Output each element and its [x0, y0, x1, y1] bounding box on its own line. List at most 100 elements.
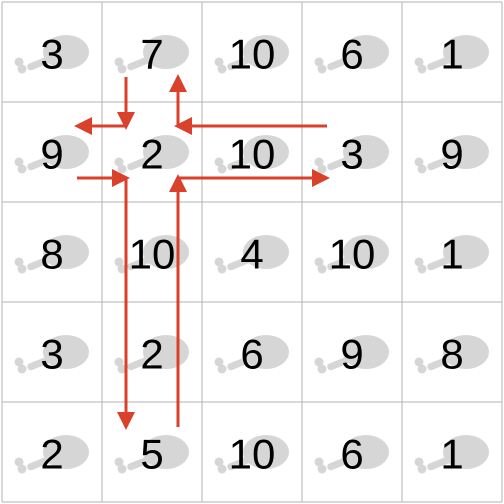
- drumstick-knob: [14, 157, 24, 167]
- grid-cell[interactable]: 2: [102, 102, 202, 202]
- cell-value: 8: [440, 331, 463, 378]
- grid-cell[interactable]: 10: [202, 102, 302, 202]
- drumstick-bone: [227, 54, 256, 71]
- drumstick-icon: [414, 235, 489, 274]
- drumstick-knob: [17, 364, 27, 374]
- cell-value: 9: [40, 131, 63, 178]
- drumstick-knob: [317, 64, 327, 74]
- cell-value: 2: [140, 131, 163, 178]
- cell-value: 8: [40, 231, 63, 278]
- drumstick-knob: [417, 464, 427, 474]
- drumstick-knob: [317, 464, 327, 474]
- drumstick-bone: [427, 154, 456, 171]
- cell-value: 1: [440, 231, 463, 278]
- cell-value: 10: [229, 131, 276, 178]
- drumstick-knob: [17, 64, 27, 74]
- grid-cell[interactable]: 3: [2, 302, 102, 402]
- move-arrows: [74, 74, 330, 430]
- grid-cell[interactable]: 4: [202, 202, 302, 302]
- drumstick-knob: [217, 164, 227, 174]
- drumstick-knob: [317, 364, 327, 374]
- drumstick-bone: [127, 454, 156, 471]
- drumstick-bone: [27, 454, 56, 471]
- drumstick-bone: [327, 154, 356, 171]
- drumstick-bone: [27, 254, 56, 271]
- grid-cell[interactable]: 1: [402, 402, 502, 502]
- grid-cell[interactable]: 3: [302, 102, 402, 202]
- drumstick-icon: [314, 335, 389, 374]
- grid-cell[interactable]: 8: [2, 202, 102, 302]
- drumstick-knob: [417, 364, 427, 374]
- grid-cell[interactable]: 1: [402, 2, 502, 102]
- grid-cell[interactable]: 6: [202, 302, 302, 402]
- grid-cell[interactable]: 9: [302, 302, 402, 402]
- drumstick-knob: [14, 257, 24, 267]
- drumstick-knob: [214, 357, 224, 367]
- grid-cell[interactable]: 1: [402, 202, 502, 302]
- cell-value: 10: [229, 431, 276, 478]
- drumstick-knob: [17, 164, 27, 174]
- drumstick-icon: [214, 335, 289, 374]
- drumstick-knob: [314, 357, 324, 367]
- grid-cell[interactable]: 3: [2, 2, 102, 102]
- drumstick-icon: [14, 35, 89, 74]
- drumstick-knob: [414, 357, 424, 367]
- drumstick-bone: [327, 354, 356, 371]
- drumstick-knob: [114, 57, 124, 67]
- grid-cell[interactable]: 2: [2, 402, 102, 502]
- drumstick-icon: [314, 435, 389, 474]
- drumstick-knob: [114, 357, 124, 367]
- drumstick-icon: [314, 235, 389, 274]
- drumstick-knob: [417, 264, 427, 274]
- drumstick-icon: [414, 135, 489, 174]
- drumstick-knob: [314, 157, 324, 167]
- drumstick-knob: [14, 357, 24, 367]
- drumstick-bone: [127, 154, 156, 171]
- drumstick-knob: [17, 464, 27, 474]
- cell-value: 3: [40, 331, 63, 378]
- drumstick-knob: [14, 57, 24, 67]
- drumstick-icon: [214, 435, 289, 474]
- cell-value: 3: [340, 131, 363, 178]
- grid-cell[interactable]: 8: [402, 302, 502, 402]
- drumstick-knob: [417, 164, 427, 174]
- grid-cell[interactable]: 9: [402, 102, 502, 202]
- drumstick-icon: [214, 35, 289, 74]
- grid-cell[interactable]: 5: [102, 402, 202, 502]
- drumstick-knob: [317, 264, 327, 274]
- grid-cell[interactable]: 10: [202, 402, 302, 502]
- drumstick-bone: [227, 354, 256, 371]
- drumstick-knob: [114, 157, 124, 167]
- grid-cell[interactable]: 6: [302, 2, 402, 102]
- cell-value: 1: [440, 31, 463, 78]
- grid-cell[interactable]: 2: [102, 302, 202, 402]
- drumstick-knob: [217, 264, 227, 274]
- drumstick-bone: [27, 54, 56, 71]
- grid-cell[interactable]: 9: [2, 102, 102, 202]
- drumstick-bone: [227, 154, 256, 171]
- grid-cell[interactable]: 10: [302, 202, 402, 302]
- grid-cell[interactable]: 7: [102, 2, 202, 102]
- drumstick-icon: [114, 35, 189, 74]
- drumstick-bone: [327, 54, 356, 71]
- drumstick-knob: [117, 164, 127, 174]
- drumstick-bone: [227, 254, 256, 271]
- grid-cell[interactable]: 10: [102, 202, 202, 302]
- drumstick-bone: [227, 454, 256, 471]
- drumstick-knob: [117, 364, 127, 374]
- cell-value: 10: [229, 31, 276, 78]
- drumstick-knob: [217, 464, 227, 474]
- drumstick-bone: [427, 254, 456, 271]
- cell-value: 7: [140, 31, 163, 78]
- cell-value: 5: [140, 431, 163, 478]
- drumstick-knob: [214, 157, 224, 167]
- grid-cell[interactable]: 10: [202, 2, 302, 102]
- drumstick-icon: [114, 435, 189, 474]
- drumstick-icon: [14, 435, 89, 474]
- drumstick-bone: [127, 54, 156, 71]
- drumstick-knob: [117, 264, 127, 274]
- grid-cell[interactable]: 6: [302, 402, 402, 502]
- cell-value: 4: [240, 231, 263, 278]
